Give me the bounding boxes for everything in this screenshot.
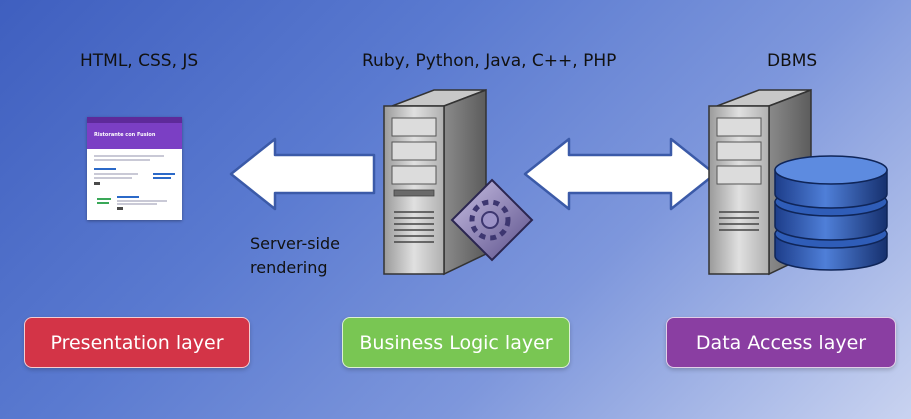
application-server-icon (383, 88, 534, 276)
data-access-layer-box: Data Access layer (666, 317, 896, 368)
webpage-thumbnail: Ristorante con Fusion (87, 117, 182, 220)
left-arrow-icon (229, 137, 376, 211)
gear-diamond-icon (450, 178, 534, 262)
thumbnail-title: Ristorante con Fusion (94, 132, 156, 138)
thumbnail-navbar (87, 117, 182, 123)
rendering-label-line1: Server-side (250, 234, 340, 253)
business-logic-layer-box: Business Logic layer (342, 317, 570, 368)
thumbnail-header: Ristorante con Fusion (87, 123, 182, 149)
database-tech-heading: DBMS (767, 51, 818, 71)
business-tech-heading: Ruby, Python, Java, C++, PHP (362, 51, 617, 71)
rendering-label-line2: rendering (250, 258, 328, 277)
presentation-layer-box: Presentation layer (24, 317, 250, 368)
database-cylinder-icon (774, 155, 888, 271)
double-arrow-icon (523, 137, 717, 211)
server-side-rendering-label: Server-side rendering (250, 232, 340, 280)
presentation-tech-heading: HTML, CSS, JS (80, 51, 199, 71)
database-server-icon (708, 88, 888, 276)
